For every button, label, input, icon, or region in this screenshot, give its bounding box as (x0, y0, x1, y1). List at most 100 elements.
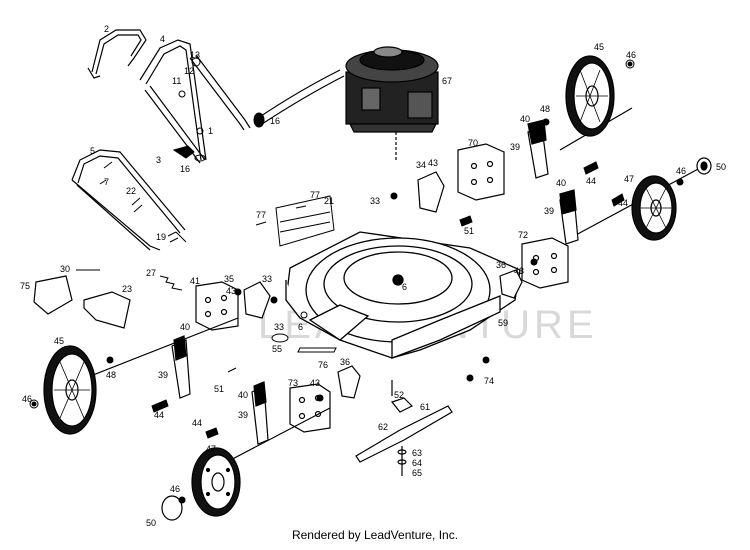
part-label: 40 (180, 322, 190, 332)
part-label: 48 (540, 104, 550, 114)
part-label: 3 (156, 155, 161, 165)
bracket-72 (521, 237, 569, 289)
part-label: 43 (226, 286, 236, 296)
hubcap-50-right (696, 157, 712, 175)
part-label: 67 (442, 76, 452, 86)
part-label: 73 (288, 378, 298, 388)
part-label: 33 (370, 196, 380, 206)
part-label: 33 (262, 274, 272, 284)
blade-62 (355, 405, 453, 463)
pivot-35 (243, 281, 271, 319)
throttle-cable-2 (261, 75, 345, 125)
throttle-cable (257, 69, 341, 119)
part-label: 44 (154, 410, 164, 420)
chute-door-75 (33, 275, 73, 315)
part-label: 34 (416, 160, 426, 170)
wheel-45-rear-right (565, 55, 615, 137)
part-label: 77 (310, 190, 320, 200)
part-label: 75 (20, 281, 30, 291)
part-label: 5 (90, 146, 95, 156)
part-label: 44 (618, 198, 628, 208)
part-label: 46 (22, 394, 32, 404)
part-label: 61 (420, 402, 430, 412)
height-levers (171, 119, 579, 445)
footer-credit: Rendered by LeadVenture, Inc. (291, 528, 459, 542)
part-label: 6 (298, 322, 303, 332)
part-label: 39 (510, 142, 520, 152)
part-label: 45 (594, 42, 604, 52)
part-label: 52 (394, 390, 404, 400)
part-label: 72 (518, 230, 528, 240)
part-label: 44 (586, 176, 596, 186)
part-label: 74 (484, 376, 494, 386)
pivot-34 (417, 171, 445, 213)
part-label: 47 (624, 174, 634, 184)
part-label: 70 (468, 138, 478, 148)
part-label: 64 (412, 458, 422, 468)
blade-adapter-61 (390, 397, 414, 413)
part-label: 33 (274, 322, 284, 332)
part-label: 40 (556, 178, 566, 188)
part-label: 11 (172, 76, 181, 86)
part-label: 39 (238, 410, 248, 420)
bracket-70 (457, 143, 505, 201)
blade-bolt (391, 380, 407, 476)
part-label: 46 (170, 484, 180, 494)
height-adjuster-36a (499, 269, 523, 299)
part-label: 46 (626, 50, 636, 60)
wheel-47-front-right (631, 175, 677, 241)
part-label: 44 (192, 418, 202, 428)
hubcap-50-left (161, 495, 183, 521)
spring-27 (159, 275, 183, 291)
part-label: 51 (464, 226, 474, 236)
part-label: 7 (104, 177, 109, 187)
part-label: 76 (318, 360, 328, 370)
bracket-73 (289, 383, 331, 433)
lower-handle-5 (71, 149, 186, 251)
part-label: 62 (378, 422, 388, 432)
part-label: 51 (214, 384, 224, 394)
part-label: 65 (412, 468, 422, 478)
part-label: 23 (122, 284, 132, 294)
part-label: 30 (60, 264, 70, 274)
wheel-47-front-left (191, 447, 241, 517)
part-label: 50 (716, 162, 726, 172)
wheel-45-rear-left (43, 345, 97, 435)
part-label: 36 (496, 260, 506, 270)
part-label: 6 (402, 282, 407, 292)
part-label: 40 (238, 390, 248, 400)
part-label: 43 (428, 158, 438, 168)
part-label: 21 (324, 196, 334, 206)
part-label: 43 (514, 266, 524, 276)
part-label: 41 (190, 276, 200, 286)
part-labels: 2 4 13 12 11 1 3 16 16 67 5 7 22 19 30 2… (20, 24, 726, 528)
height-adjuster-36b (337, 365, 361, 399)
part-label: 39 (544, 206, 554, 216)
part-label: 16 (270, 116, 280, 126)
part-label: 40 (520, 114, 530, 124)
part-label: 63 (412, 448, 422, 458)
chute-23 (83, 291, 131, 329)
part-label: 46 (676, 166, 686, 176)
part-label: 13 (190, 50, 200, 60)
part-label: 50 (146, 518, 156, 528)
engine (345, 46, 439, 160)
part-label: 19 (156, 232, 166, 242)
part-label: 48 (106, 370, 116, 380)
part-label: 55 (272, 344, 282, 354)
deck-hardware (255, 195, 335, 319)
part-label: 77 (256, 210, 266, 220)
part-label: 59 (498, 318, 508, 328)
fasteners (29, 59, 684, 504)
part-label: 35 (224, 274, 234, 284)
part-label: 16 (180, 164, 190, 174)
part-label: 22 (126, 186, 136, 196)
part-label: 47 (206, 444, 216, 454)
part-label: 36 (340, 357, 350, 367)
bracket-41 (195, 281, 239, 331)
upper-handle-2 (87, 29, 147, 79)
part-label: 1 (208, 126, 213, 136)
handle-hardware (99, 57, 265, 243)
part-label: 12 (184, 66, 194, 76)
